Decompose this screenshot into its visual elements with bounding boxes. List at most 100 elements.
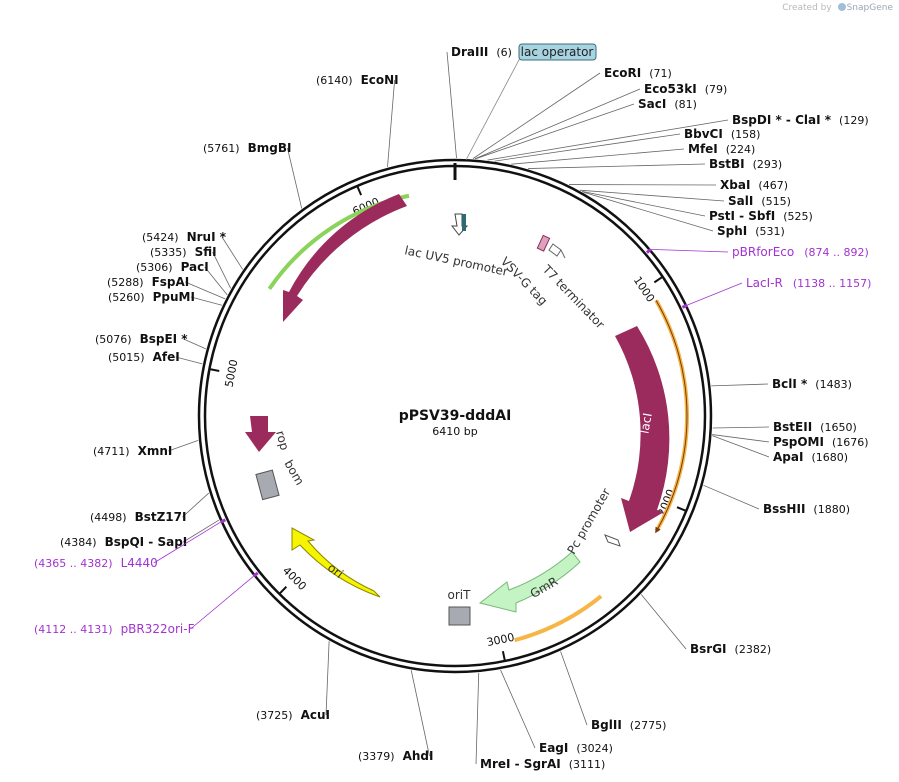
- feature-lacuv5-label: lac UV5 promoter: [403, 243, 509, 279]
- enzyme-site-label[interactable]: EcoRI(71): [604, 66, 672, 80]
- enzyme-position: (5424): [142, 231, 179, 244]
- enzyme-position: (79): [705, 83, 728, 96]
- enzyme-site-label[interactable]: (5335)SfiI: [150, 245, 217, 259]
- enzyme-site-label[interactable]: BssHII(1880): [763, 502, 850, 516]
- enzyme-leader-line: [325, 641, 330, 716]
- enzyme-name: BglII: [591, 718, 622, 732]
- primer-leader-line: [190, 575, 255, 630]
- enzyme-leader-line: [446, 51, 457, 159]
- enzyme-position: (1483): [815, 378, 852, 391]
- feature-rop-arrow[interactable]: [245, 416, 276, 452]
- enzyme-site-label[interactable]: (4498) BstZ17I: [90, 510, 186, 524]
- enzyme-position: (81): [674, 98, 697, 111]
- primer-name: L4440: [121, 556, 158, 570]
- enzyme-position: (5306): [136, 261, 173, 274]
- feature-orit-box[interactable]: [448, 606, 471, 626]
- enzyme-position: (3111): [569, 758, 606, 771]
- primer-label[interactable]: pBRforEco(874 .. 892): [732, 245, 869, 259]
- enzyme-position: (71): [649, 67, 672, 80]
- tick-label: 3000: [486, 631, 516, 649]
- enzyme-site-label[interactable]: (5076)BspEI *: [95, 332, 188, 346]
- enzyme-leader-line: [183, 519, 220, 543]
- plasmid-name: pPSV39-dddAI: [399, 408, 512, 424]
- enzyme-name: BsrGI: [690, 642, 727, 656]
- feature-laci-arrow[interactable]: [615, 326, 670, 532]
- primer-site-mark: [681, 303, 688, 309]
- feature-pro1600-rep-arrow[interactable]: [283, 194, 407, 322]
- enzyme-site-label[interactable]: (4384) BspQI - SapI: [60, 535, 187, 549]
- lac-operator-label-box[interactable]: [518, 43, 597, 61]
- enzyme-site-label[interactable]: SacI (81): [638, 97, 697, 111]
- enzyme-site-label[interactable]: PspOMI(1676): [773, 435, 869, 449]
- primer-label[interactable]: LacI-R(1138 .. 1157): [746, 276, 871, 290]
- enzyme-site-label[interactable]: ApaI(1680): [773, 450, 848, 464]
- enzyme-position: (4498): [90, 511, 127, 524]
- enzyme-site-label[interactable]: BstEII(1650): [773, 420, 857, 434]
- enzyme-site-label[interactable]: XbaI(467): [720, 178, 788, 192]
- enzyme-position: (3379): [358, 750, 395, 763]
- enzyme-site-label[interactable]: BbvCI(158): [684, 127, 760, 141]
- enzyme-site-label[interactable]: (3379)AhdI: [358, 749, 433, 763]
- feature-ori-arrow[interactable]: [291, 527, 381, 598]
- enzyme-leader-line: [287, 147, 303, 209]
- tick-mark: [676, 506, 686, 512]
- enzyme-site-label[interactable]: BglII(2775): [591, 718, 666, 732]
- enzyme-name: EcoNI: [361, 73, 399, 87]
- enzyme-site-label[interactable]: (5260)PpuMI: [108, 290, 195, 304]
- primer-site-mark: [645, 248, 652, 254]
- enzyme-leader-line: [528, 163, 706, 169]
- enzyme-name: BstZ17I: [135, 510, 187, 524]
- enzyme-site-label[interactable]: MfeI(224): [688, 142, 755, 156]
- enzyme-name: BssHII: [763, 502, 805, 516]
- enzyme-site-label[interactable]: (5015)AfeI: [108, 350, 180, 364]
- feature-gmr-arrow[interactable]: [478, 551, 581, 613]
- enzyme-leader-line: [410, 670, 430, 757]
- enzyme-site-label[interactable]: DraIII(6): [451, 45, 512, 59]
- enzyme-site-label[interactable]: (5288)FspAI: [107, 275, 189, 289]
- primer-label[interactable]: (4112 .. 4131)pBR322ori-F: [34, 622, 195, 636]
- enzyme-name: MfeI: [688, 142, 718, 156]
- enzyme-leader-line: [474, 88, 641, 160]
- enzyme-position: (2382): [735, 643, 772, 656]
- enzyme-name: BmgBI: [248, 141, 292, 155]
- enzyme-name: MreI - SgrAI: [480, 757, 561, 771]
- enzyme-name: PacI: [181, 260, 209, 274]
- enzyme-site-label[interactable]: (6140)EcoNI: [316, 73, 399, 87]
- enzyme-site-label[interactable]: Eco53kI(79): [644, 82, 727, 96]
- primer-labels: pBRforEco(874 .. 892) LacI-R(1138 .. 1157…: [34, 245, 871, 636]
- enzyme-site-label[interactable]: BsrGI (2382): [690, 642, 771, 656]
- enzyme-name: PpuMI: [153, 290, 195, 304]
- enzyme-site-label[interactable]: SalI(515): [728, 194, 791, 208]
- enzyme-position: (158): [731, 128, 761, 141]
- enzyme-site-label[interactable]: (4711)XmnI: [93, 444, 172, 458]
- enzyme-position: (5335): [150, 246, 187, 259]
- enzyme-site-label[interactable]: BclI *(1483): [772, 377, 852, 391]
- enzyme-site-label[interactable]: EagI(3024): [539, 741, 613, 755]
- primer-name: pBR322ori-F: [121, 622, 195, 636]
- enzyme-site-label[interactable]: (5424)NruI *: [142, 230, 227, 244]
- enzyme-site-label[interactable]: (3725)AcuI: [256, 708, 330, 722]
- enzyme-site-label[interactable]: BstBI(293): [709, 157, 782, 171]
- tick-mark: [653, 276, 663, 284]
- enzyme-position: (4384): [60, 536, 97, 549]
- enzyme-site-label[interactable]: (5761)BmgBI: [203, 141, 291, 155]
- feature-bom-box[interactable]: [255, 469, 280, 501]
- primer-label[interactable]: (4365 .. 4382)L4440: [34, 556, 158, 570]
- enzyme-site-label[interactable]: PstI - SbfI(525): [709, 209, 813, 223]
- enzyme-leader-line: [182, 492, 210, 518]
- enzyme-name: BspDI * - ClaI *: [732, 113, 832, 127]
- enzyme-name: BstEII: [773, 420, 812, 434]
- lac-operator-label: lac operator: [521, 45, 594, 59]
- enzyme-name: BspQI - SapI: [105, 535, 188, 549]
- enzyme-site-label[interactable]: (5306) PacI: [136, 260, 209, 274]
- enzyme-site-label[interactable]: BspDI * - ClaI *(129): [732, 113, 869, 127]
- feature-highlights: [267, 193, 689, 643]
- enzyme-site-label[interactable]: MreI - SgrAI (3111): [480, 757, 605, 771]
- enzyme-name: SacI: [638, 97, 666, 111]
- plasmid-length: 6410 bp: [432, 425, 477, 438]
- enzyme-leader-line: [579, 189, 725, 202]
- enzyme-leader-line: [168, 439, 199, 452]
- enzyme-site-label[interactable]: SphI(531): [717, 224, 785, 238]
- enzyme-name: FspAI: [152, 275, 190, 289]
